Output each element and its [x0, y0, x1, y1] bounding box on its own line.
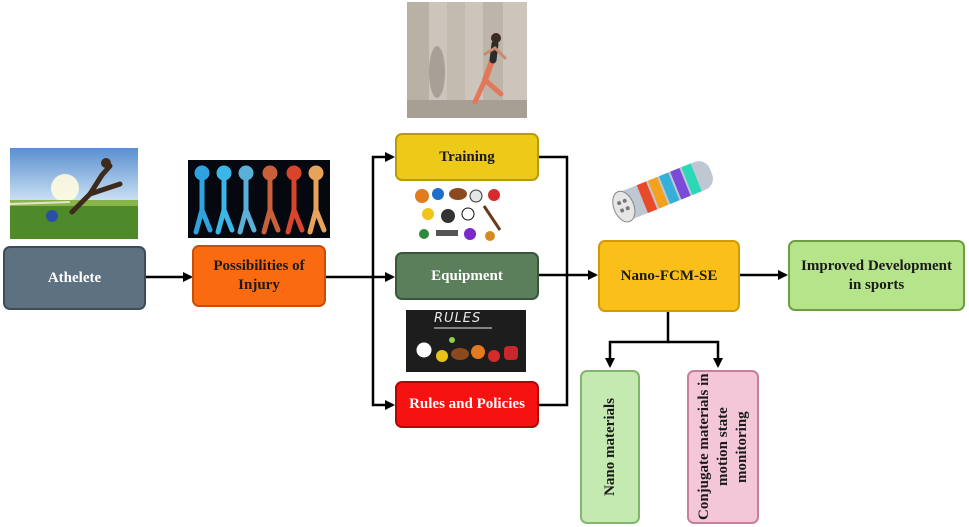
connector-nano-down	[605, 311, 670, 368]
athlete-box: Athelete	[3, 246, 146, 310]
injury-anatomy-photo	[188, 160, 330, 238]
athlete-photo	[10, 148, 138, 239]
training-label: Training	[439, 148, 495, 165]
nano-materials-box: Nano materials	[580, 370, 640, 524]
equipment-box: Equipment	[395, 252, 539, 300]
conjugate-label: Conjugate materials in motion state moni…	[695, 373, 750, 521]
connector-rules-out	[539, 275, 569, 407]
nano-materials-label: Nano materials	[601, 398, 618, 496]
training-box: Training	[395, 133, 539, 181]
athlete-label: Athelete	[47, 269, 102, 286]
nano-fcm-se-label: Nano-FCM-SE	[620, 267, 718, 284]
conjugate-box: Conjugate materials in motion state moni…	[687, 370, 759, 524]
nano-render-image	[600, 148, 724, 230]
arrow-branch-to-rules	[371, 277, 395, 410]
arrow-branch-to-training	[371, 152, 395, 277]
equipment-photo	[410, 184, 510, 244]
rules-label: Rules and Policies	[409, 396, 525, 412]
injury-label: Possibilities of Injury	[213, 258, 305, 293]
equipment-label: Equipment	[431, 267, 503, 284]
runner-photo	[407, 2, 527, 118]
improved-box: Improved Development in sports	[788, 240, 965, 311]
nano-fcm-se-box: Nano-FCM-SE	[598, 240, 740, 312]
improved-label: Improved Development in sports	[801, 257, 952, 293]
connector-training-out	[539, 155, 569, 275]
injury-box: Possibilities of Injury	[192, 245, 326, 307]
rules-board-photo: RULES	[406, 310, 526, 372]
rules-board-text: RULES	[434, 311, 482, 326]
rules-box: Rules and Policies	[395, 381, 539, 428]
connector-nano-to-conjugate	[668, 340, 723, 368]
